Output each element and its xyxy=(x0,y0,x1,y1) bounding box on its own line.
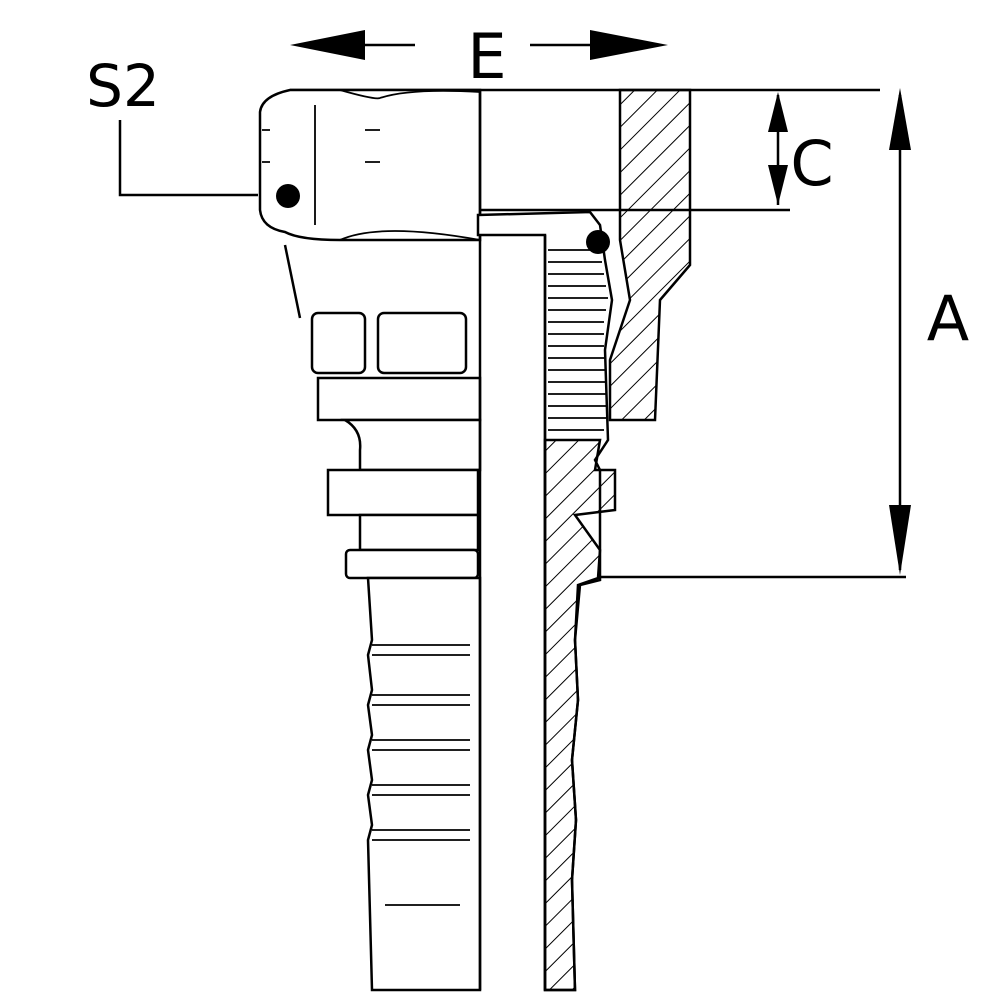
label-a: A xyxy=(927,282,969,355)
dimension-a: A xyxy=(598,88,969,579)
dimension-s2: S2 xyxy=(86,52,258,197)
arrow-left-icon xyxy=(290,30,365,60)
fitting-body xyxy=(283,90,482,992)
section-view xyxy=(476,88,692,992)
label-s2: S2 xyxy=(86,52,160,120)
label-e: E xyxy=(467,20,506,93)
o-ring-dot-right xyxy=(586,230,610,254)
o-ring-dot-left xyxy=(276,184,300,208)
swivel-nut xyxy=(258,88,482,242)
arrow-right-icon xyxy=(590,30,668,60)
dimension-e: E xyxy=(290,20,668,93)
label-c: C xyxy=(790,127,833,200)
thread-lines xyxy=(548,249,608,431)
